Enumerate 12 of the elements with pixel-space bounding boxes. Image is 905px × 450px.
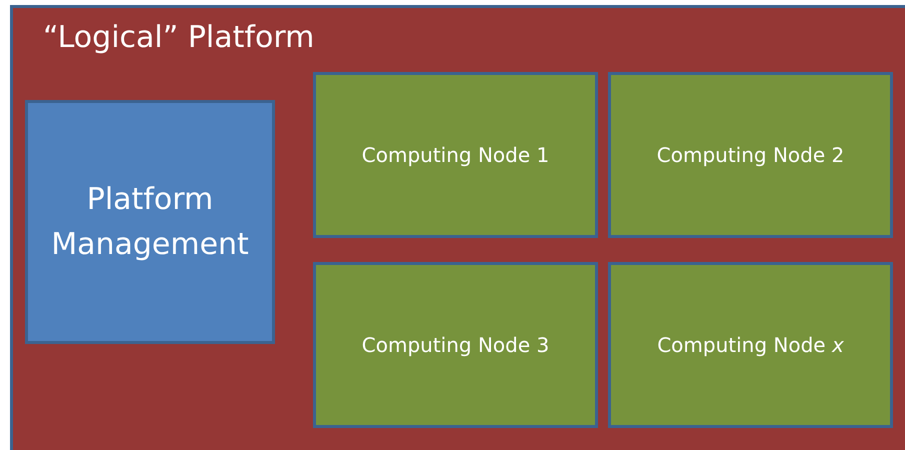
- node-label: Computing Node 1: [362, 142, 550, 169]
- computing-node-box: [313, 262, 598, 428]
- panel-title: “Logical” Platform: [43, 20, 314, 55]
- management-box: [25, 100, 275, 344]
- computing-node-box: [608, 262, 893, 428]
- node-label: Computing Node x: [657, 332, 844, 359]
- node-label: Computing Node 3: [362, 332, 550, 359]
- computing-node-box: [608, 72, 893, 238]
- computing-node-box: [313, 72, 598, 238]
- platform-panel: [10, 5, 905, 450]
- node-label: Platform Management: [50, 181, 250, 264]
- node-label: Computing Node 2: [656, 142, 844, 169]
